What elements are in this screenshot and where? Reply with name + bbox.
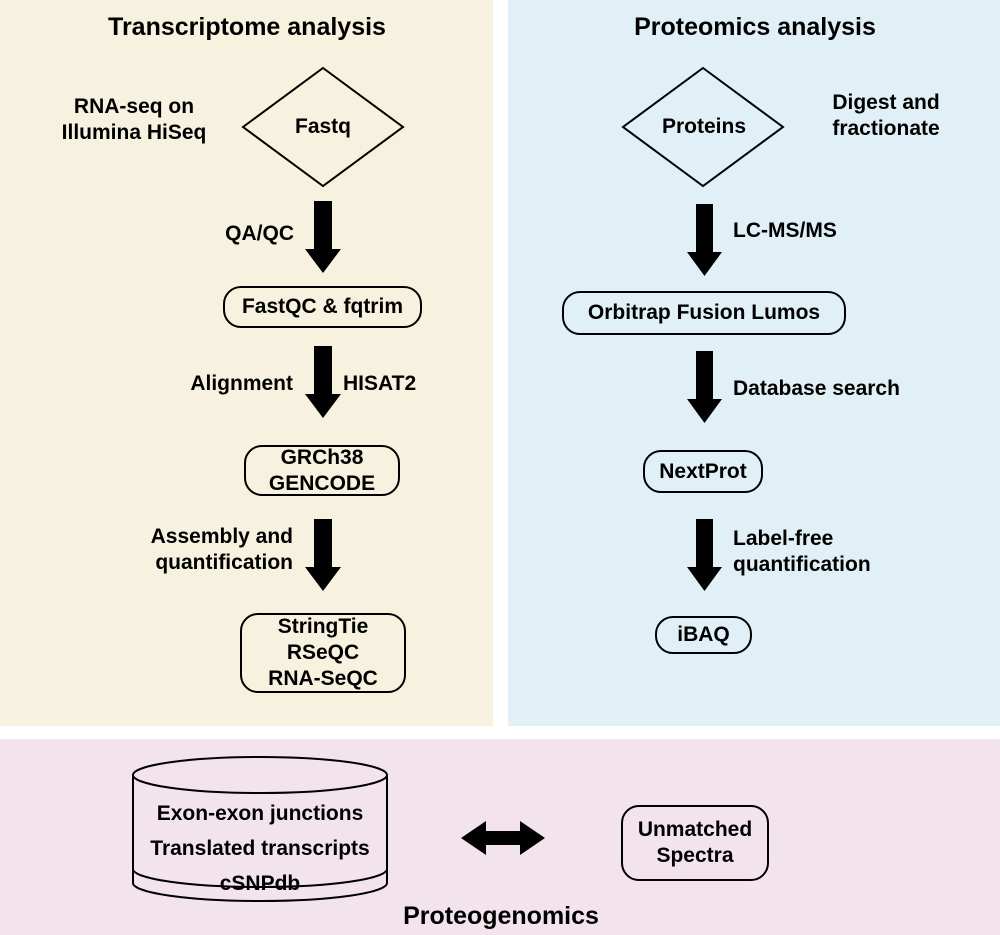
ibaq-node: iBAQ xyxy=(655,616,752,654)
db-item-exon-junctions: Exon-exon junctions xyxy=(156,802,364,825)
database-items: Exon-exon junctions Translated transcrip… xyxy=(150,801,369,897)
hisat2-label: HISAT2 xyxy=(343,372,417,395)
fastq-diamond xyxy=(241,66,405,188)
orbitrap-node: Orbitrap Fusion Lumos xyxy=(562,291,846,335)
nextprot-node: NextProt xyxy=(643,450,763,493)
arrow-label-free xyxy=(687,519,722,591)
arrow-database-search xyxy=(687,351,722,423)
database-cylinder xyxy=(132,756,388,902)
proteogenomics-title: Proteogenomics xyxy=(403,902,599,930)
bidirectional-arrow xyxy=(461,821,545,855)
stringtie-rseqc-node: StringTie RSeQC RNA-SeQC xyxy=(240,613,406,693)
fastqc-fqtrim-node: FastQC & fqtrim xyxy=(223,286,422,328)
unmatched-spectra-node: Unmatched Spectra xyxy=(621,805,769,881)
qaqc-label: QA/QC xyxy=(225,222,294,245)
transcriptome-panel xyxy=(0,0,493,726)
proteins-label: Proteins xyxy=(661,115,747,138)
database-search-label: Database search xyxy=(733,377,900,400)
digest-note: Digest and fractionate xyxy=(832,91,940,140)
db-item-csnpdb: cSNPdb xyxy=(219,872,301,895)
proteomics-panel xyxy=(508,0,1000,726)
fastq-label: Fastq xyxy=(294,115,352,138)
alignment-label: Alignment xyxy=(190,372,293,395)
transcriptome-title: Transcriptome analysis xyxy=(108,13,386,41)
arrow-qaqc xyxy=(305,201,341,273)
db-item-translated-transcripts: Translated transcripts xyxy=(150,837,370,860)
proteomics-title: Proteomics analysis xyxy=(634,13,876,41)
assembly-label: Assembly and quantification xyxy=(150,525,293,574)
lcmsms-label: LC-MS/MS xyxy=(733,219,837,242)
rna-seq-note: RNA-seq on Illumina HiSeq xyxy=(61,95,207,144)
label-free-label: Label-free quantification xyxy=(733,527,871,576)
proteins-diamond xyxy=(621,66,785,188)
arrow-lcmsms xyxy=(687,204,722,276)
arrow-alignment xyxy=(305,346,341,418)
arrow-assembly xyxy=(305,519,341,591)
